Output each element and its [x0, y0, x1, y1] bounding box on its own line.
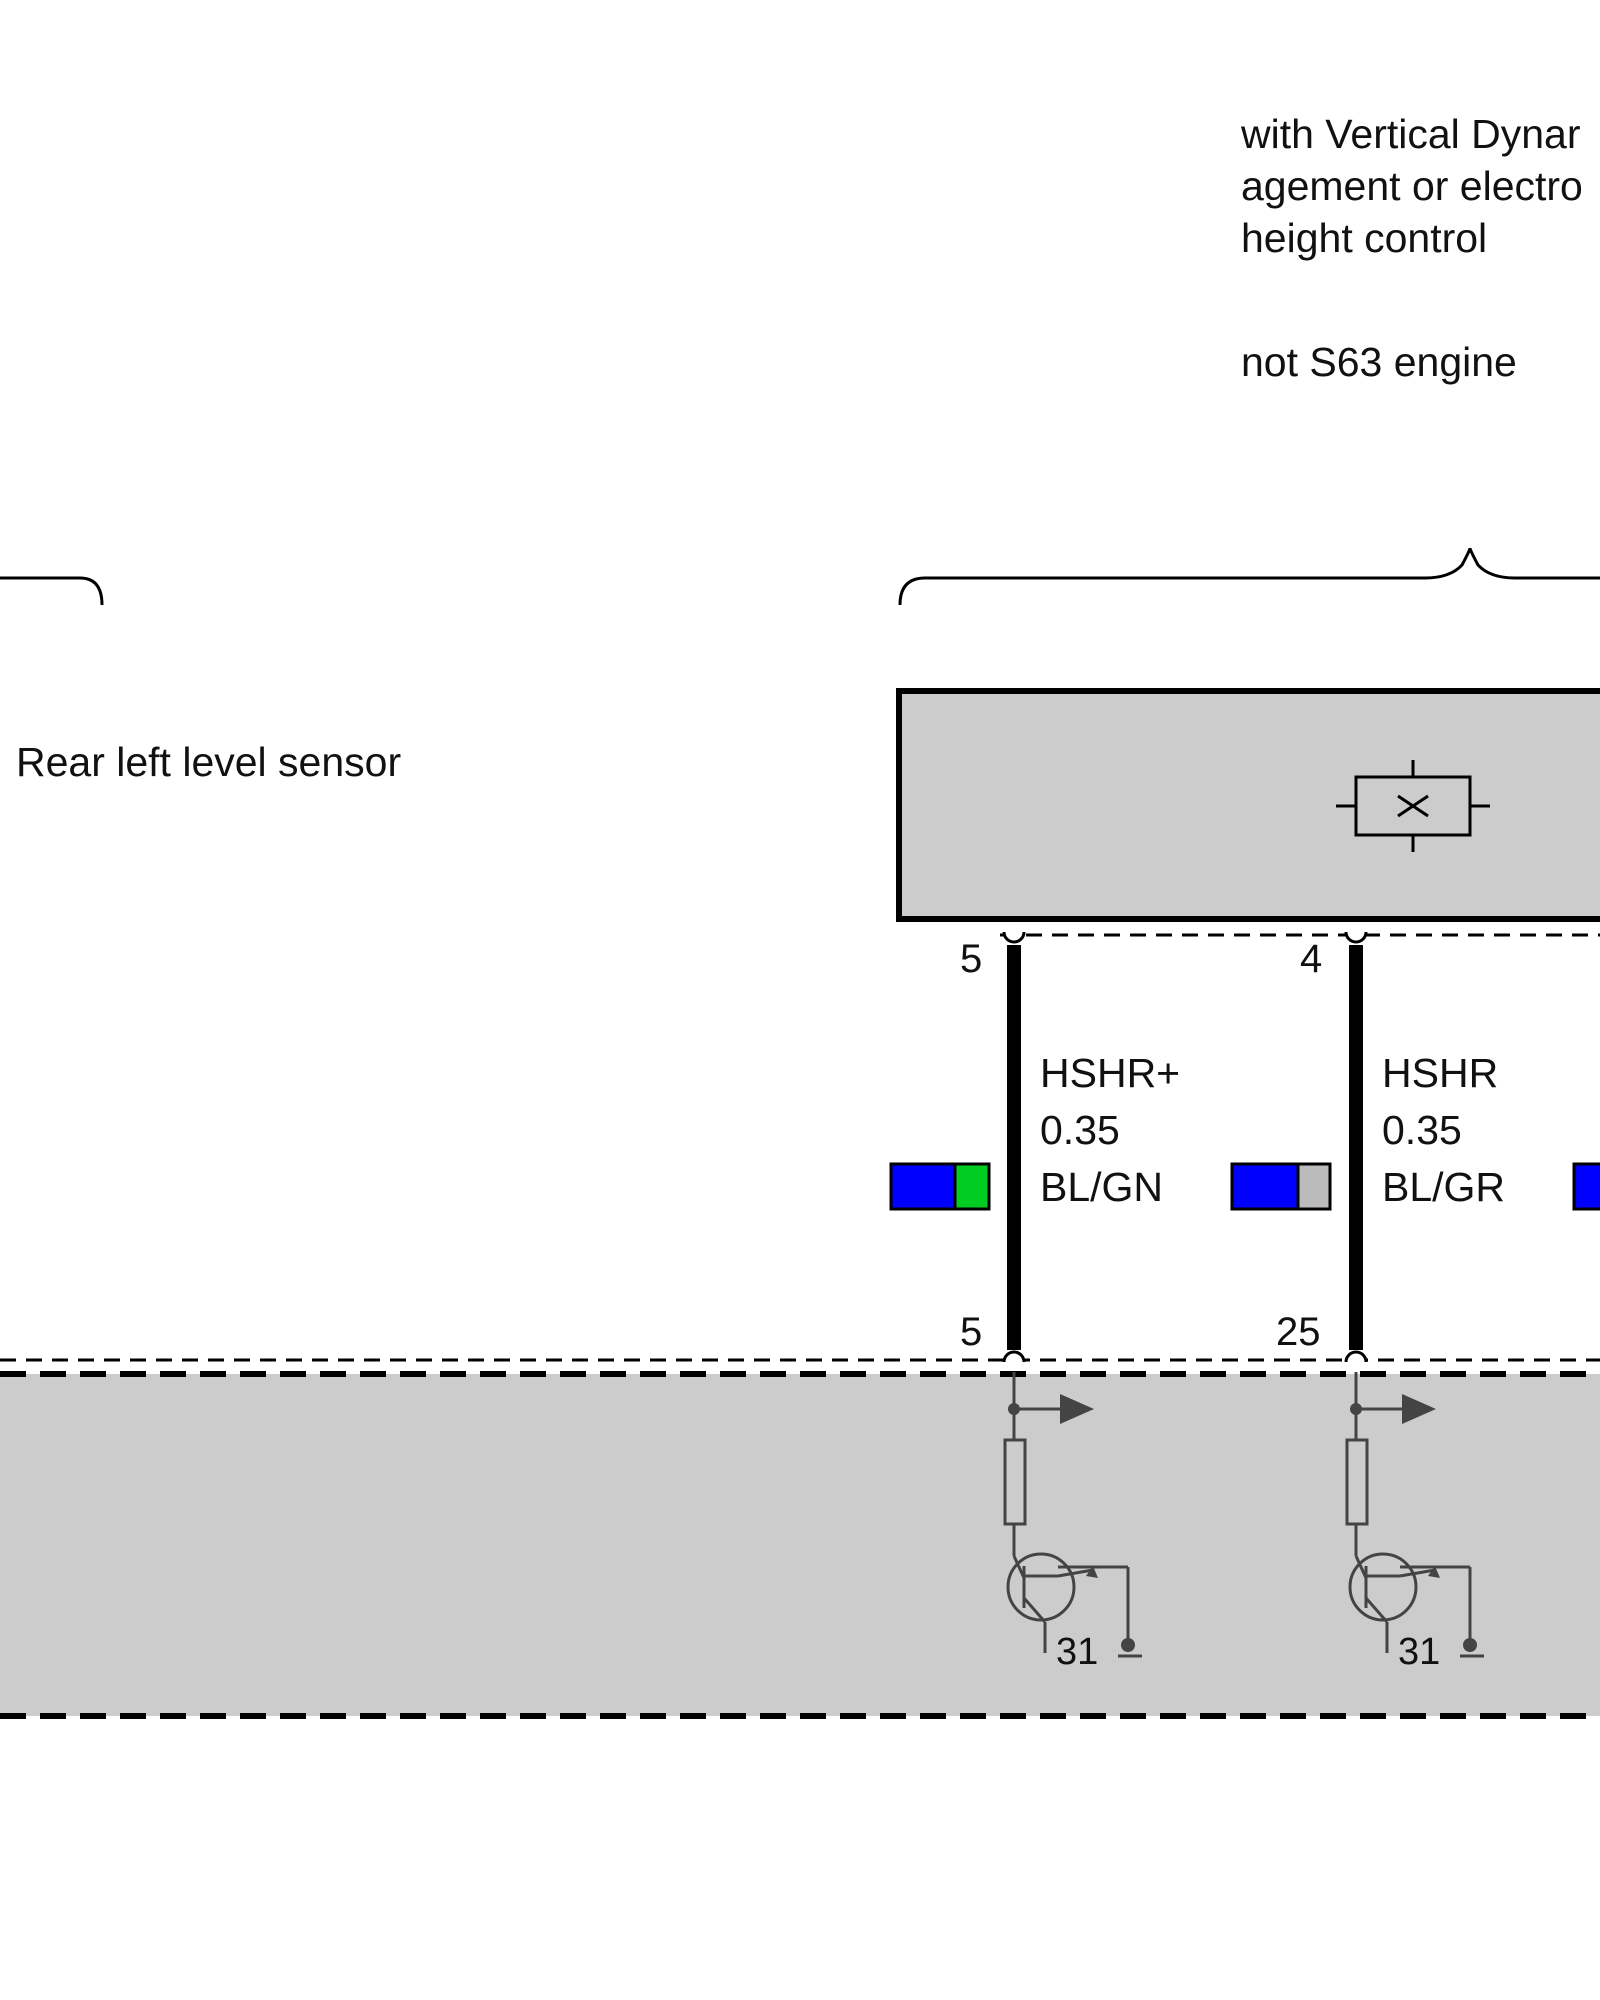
wire-3-color-swatch-partial [1572, 1162, 1600, 1211]
condition-notes: with Vertical Dynar agement or electro h… [1240, 111, 1583, 385]
wire-hshr-plus-gauge: 0.35 [1040, 1107, 1120, 1153]
level-sensor-symbol [1336, 760, 1490, 852]
wire-hshr-plus: 5 5 HSHR+ 0.35 BL/GN [889, 931, 1180, 1363]
condition-line-3: height control [1241, 215, 1487, 261]
wire-hshr-color-code: BL/GR [1382, 1164, 1505, 1210]
engine-condition: not S63 engine [1241, 339, 1517, 385]
condition-line-2: agement or electro [1241, 163, 1583, 209]
condition-line-1: with Vertical Dynar [1240, 111, 1581, 157]
wire-hshr-signal: HSHR [1382, 1050, 1498, 1096]
wire-hshr-color-swatch [1230, 1162, 1332, 1211]
internal-circuit-1 [1003, 1372, 1142, 1658]
control-unit-box [0, 1374, 1600, 1716]
wire-hshr-plus-bottom-terminal [1002, 1350, 1026, 1363]
right-brace [898, 547, 1600, 606]
wire-hshr-plus-top-terminal [1002, 931, 1026, 944]
wire-hshr-top-pin: 4 [1300, 937, 1322, 981]
wire-hshr-plus-bottom-pin: 5 [960, 1310, 982, 1354]
wire-hshr-plus-signal: HSHR+ [1040, 1050, 1180, 1096]
wire-hshr: 4 25 HSHR 0.35 BL/GR [1230, 931, 1505, 1363]
wire-hshr-bottom-pin: 25 [1276, 1310, 1321, 1354]
ground-label-1: 31 [1056, 1631, 1098, 1673]
wire-hshr-plus-color-code: BL/GN [1040, 1164, 1163, 1210]
internal-circuit-2 [1345, 1372, 1484, 1658]
ground-label-2: 31 [1398, 1631, 1440, 1673]
wire-hshr-gauge: 0.35 [1382, 1107, 1462, 1153]
sensor-module-box [896, 688, 1600, 922]
wire-hshr-bottom-terminal [1344, 1350, 1368, 1363]
component-label: Rear left level sensor [16, 739, 401, 785]
wire-hshr-top-terminal [1344, 931, 1368, 944]
wire-hshr-plus-color-swatch [889, 1162, 991, 1211]
left-brace [0, 576, 104, 606]
wire-hshr-plus-top-pin: 5 [960, 937, 982, 981]
